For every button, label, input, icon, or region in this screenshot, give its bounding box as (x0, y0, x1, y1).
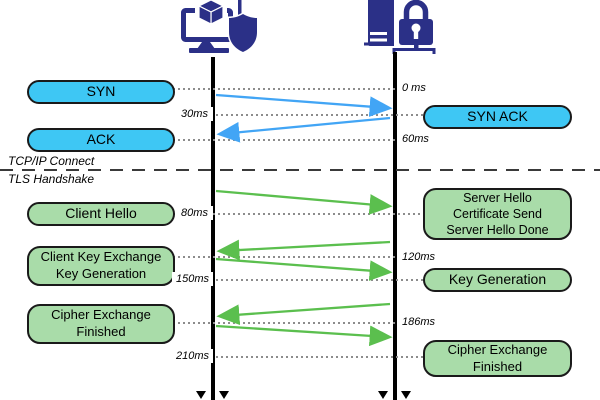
connector-syn-ack (176, 114, 423, 116)
msg-syn-ack: SYN ACK (423, 105, 572, 129)
syn-arrow (215, 93, 393, 117)
msg-server-hello: Server Hello Certificate Send Server Hel… (423, 188, 572, 240)
section-label-tcp: TCP/IP Connect (8, 154, 95, 168)
msg-client-hello: Client Hello (27, 202, 175, 226)
lifeline-end-arrowheads (196, 391, 411, 399)
time-label-60ms: 60ms (400, 132, 431, 146)
connector-client-hello (173, 213, 423, 215)
server-padlock-icon (364, 0, 436, 54)
time-label-210ms: 210ms (172, 349, 213, 363)
msg-cipher-exchange-server: Cipher Exchange Finished (423, 340, 572, 377)
msg-ack: ACK (27, 128, 175, 152)
connector-client-key-exchange (173, 256, 395, 258)
connector-cipher-left (173, 322, 395, 324)
time-label-186ms: 186ms (400, 315, 438, 329)
client-hello-arrow (215, 189, 393, 215)
client-cipher-exchange-arrow (215, 324, 393, 347)
server-lifeline (393, 52, 397, 400)
connector-ack (173, 139, 395, 141)
msg-key-generation: Key Generation (423, 268, 572, 292)
client-computer-shield-icon (181, 0, 259, 54)
client-key-exchange-arrow (215, 257, 393, 281)
time-label-120ms: 120ms (400, 250, 438, 264)
client-lifeline (211, 57, 215, 400)
server-hello-arrow (216, 239, 391, 261)
connector-syn (173, 88, 395, 90)
msg-cipher-exchange-client: Cipher Exchange Finished (27, 304, 175, 344)
connector-key-generation (176, 279, 423, 281)
msg-client-key-exchange: Client Key Exchange Key Generation (27, 246, 175, 286)
time-label-0ms: 0 ms (400, 81, 428, 95)
connector-cipher-right (176, 356, 423, 358)
server-cipher-exchange-arrow (216, 302, 391, 326)
time-label-80ms: 80ms (176, 206, 213, 220)
section-label-tls: TLS Handshake (8, 172, 95, 186)
msg-syn: SYN (27, 80, 175, 104)
time-label-30ms: 30ms (176, 107, 213, 121)
time-label-150ms: 150ms (172, 272, 213, 286)
syn-ack-arrow (216, 116, 391, 143)
